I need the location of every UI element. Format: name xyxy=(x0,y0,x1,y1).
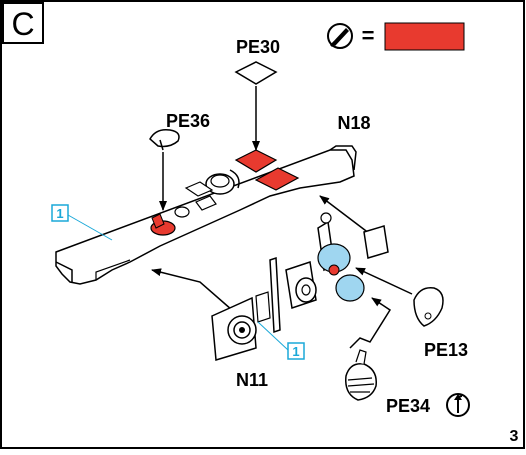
page-number: 3 xyxy=(510,428,519,445)
arrow-pe34 xyxy=(349,297,392,349)
callout-number-1a: 1 xyxy=(56,206,63,221)
callout-number-1b: 1 xyxy=(292,344,299,359)
n11-drive-assembly xyxy=(211,212,389,361)
n18-glue-area xyxy=(254,167,300,191)
glue-brush-icon xyxy=(327,23,353,49)
pe36-glue-area xyxy=(150,213,176,236)
section-letter-box xyxy=(2,2,44,44)
label-pe34: PE34 xyxy=(386,396,430,416)
label-pe30: PE30 xyxy=(236,37,280,57)
pe30-glue-area xyxy=(234,149,278,173)
part-pe13-cover xyxy=(413,287,444,327)
callout-leader-1a xyxy=(67,214,113,241)
part-pe34-gear xyxy=(345,349,377,401)
label-pe13: PE13 xyxy=(424,340,468,360)
label-n11: N11 xyxy=(236,370,268,390)
callout-leader-1b xyxy=(257,321,289,351)
legend-color-swatch xyxy=(384,22,465,51)
legend: = xyxy=(327,22,465,51)
part-pe30-sticker xyxy=(234,61,278,85)
label-pe36: PE36 xyxy=(166,111,210,131)
part-pe36-lever xyxy=(149,128,180,151)
callout-box-1a xyxy=(51,204,69,222)
legend-equals: = xyxy=(362,23,375,48)
rotate-arrow-icon xyxy=(446,393,470,417)
section-letter: C xyxy=(11,6,34,42)
chassis-plate xyxy=(55,145,357,285)
arrow-n11-to-chassis xyxy=(151,268,233,311)
label-n18: N18 xyxy=(337,113,370,133)
callout-box-1b xyxy=(287,342,305,360)
arrow-pe13 xyxy=(355,267,413,295)
